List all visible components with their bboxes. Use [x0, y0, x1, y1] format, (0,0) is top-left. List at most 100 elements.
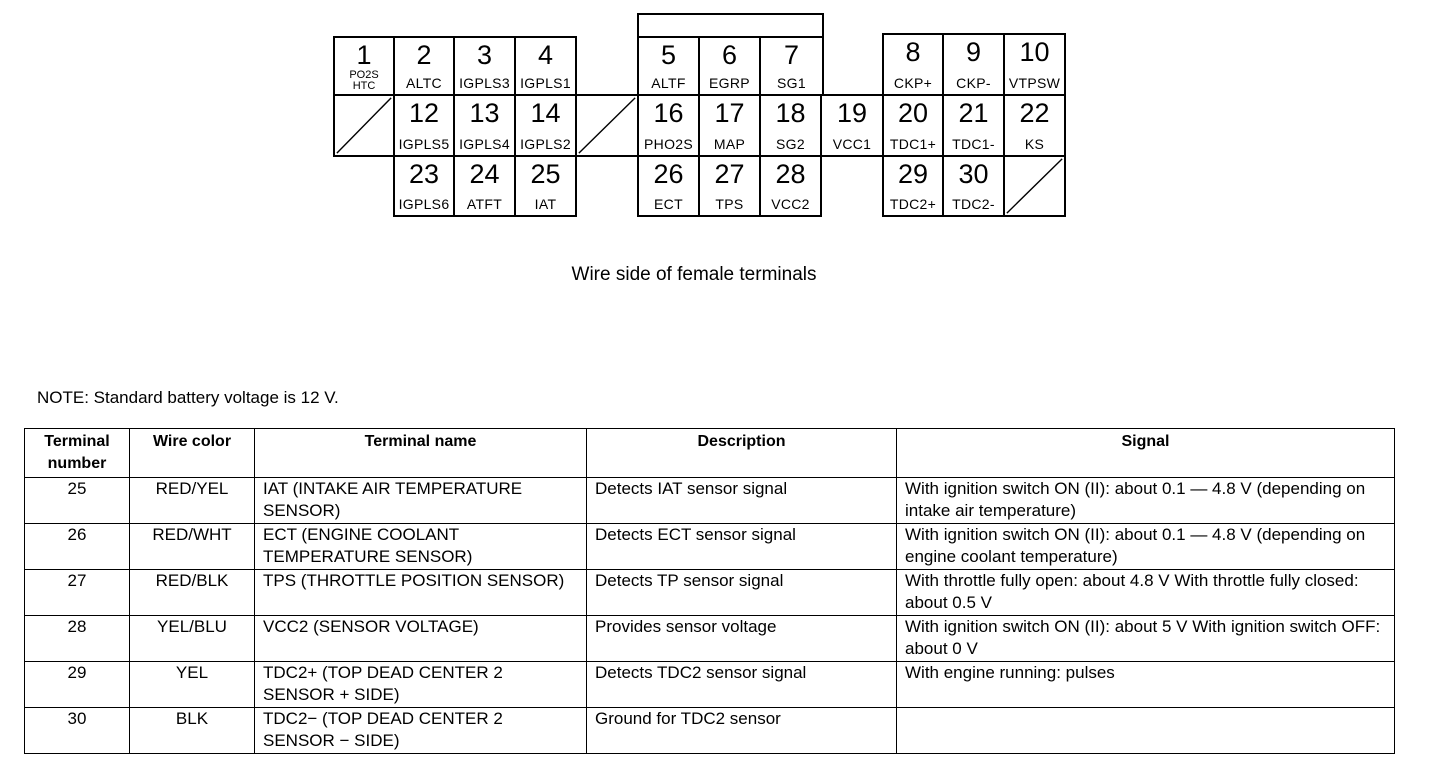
terminal-29: 29 TDC2+: [882, 155, 944, 217]
table-row: 26 RED/WHT ECT (ENGINE COOLANT TEMPERATU…: [24, 523, 1395, 570]
cell-wire-color: RED/YEL: [129, 477, 255, 524]
cell-description: Provides sensor voltage: [586, 615, 897, 662]
blank-slash-icon: [578, 97, 636, 154]
cell-terminal-name: IAT (INTAKE AIR TEMPERATURE SENSOR): [254, 477, 587, 524]
terminal-28: 28 VCC2: [759, 155, 822, 217]
table-row: 25 RED/YEL IAT (INTAKE AIR TEMPERATURE S…: [24, 477, 1395, 524]
terminal-12: 12 IGPLS5: [393, 94, 455, 157]
terminal-number: 10: [1019, 37, 1050, 67]
terminal-number: 22: [1019, 98, 1050, 128]
header-wire-color: Wire color: [129, 428, 255, 478]
table-row: 30 BLK TDC2− (TOP DEAD CENTER 2 SENSOR −…: [24, 707, 1395, 754]
terminal-blank-15: [575, 94, 639, 157]
cell-signal: With ignition switch ON (II): about 0.1 …: [896, 477, 1395, 524]
terminal-label: IGPLS5: [398, 136, 450, 152]
terminal-number: 23: [408, 159, 440, 189]
header-signal: Signal: [896, 428, 1395, 478]
terminal-label: SG2: [776, 136, 805, 152]
terminal-7: 7 SG1: [759, 36, 824, 96]
cell-terminal: 28: [24, 615, 130, 662]
cell-terminal-name: TPS (THROTTLE POSITION SENSOR): [254, 569, 587, 616]
note-text: NOTE: Standard battery voltage is 12 V.: [37, 388, 339, 407]
terminal-19: 19 VCC1: [820, 94, 884, 157]
terminal-13: 13 IGPLS4: [453, 94, 516, 157]
terminal-number: 1: [356, 40, 372, 70]
terminal-number: 24: [469, 159, 500, 189]
cell-wire-color: RED/BLK: [129, 569, 255, 616]
cell-wire-color: YEL/BLU: [129, 615, 255, 662]
terminal-27: 27 TPS: [698, 155, 761, 217]
terminal-label: TDC1+: [889, 136, 937, 152]
cell-signal: With engine running: pulses: [896, 661, 1395, 708]
terminal-label: VCC1: [832, 136, 872, 152]
table-row: 27 RED/BLK TPS (THROTTLE POSITION SENSOR…: [24, 569, 1395, 616]
terminal-14: 14 IGPLS2: [514, 94, 577, 157]
terminal-label: IGPLS4: [459, 136, 510, 152]
cell-terminal-name: TDC2− (TOP DEAD CENTER 2 SENSOR − SIDE): [254, 707, 587, 754]
terminal-label: IGPLS2: [520, 136, 571, 152]
terminal-26: 26 ECT: [637, 155, 700, 217]
cell-signal: [896, 707, 1395, 754]
terminal-10: 10 VTPSW: [1003, 33, 1066, 96]
table-header-row: Terminal number Wire color Terminal name…: [24, 428, 1395, 478]
connector-caption: Wire side of female terminals: [571, 264, 817, 285]
terminal-label: CKP-: [956, 75, 991, 91]
terminal-label: IAT: [534, 196, 557, 212]
terminal-25: 25 IAT: [514, 155, 577, 217]
terminal-number: 5: [660, 40, 677, 70]
terminal-label: KS: [1024, 136, 1045, 152]
terminal-number: 4: [537, 40, 554, 70]
cell-description: Detects IAT sensor signal: [586, 477, 897, 524]
cell-description: Detects TDC2 sensor signal: [586, 661, 897, 708]
terminal-label: TDC2+: [889, 196, 937, 212]
cell-wire-color: YEL: [129, 661, 255, 708]
terminal-label: ALTF: [651, 75, 686, 91]
terminal-21: 21 TDC1-: [942, 94, 1005, 157]
cell-terminal-name: ECT (ENGINE COOLANT TEMPERATURE SENSOR): [254, 523, 587, 570]
cell-terminal: 26: [24, 523, 130, 570]
terminal-number: 30: [958, 159, 989, 189]
terminal-number: 20: [897, 98, 929, 128]
terminal-table: Terminal number Wire color Terminal name…: [24, 428, 1395, 754]
terminal-number: 12: [408, 98, 440, 128]
terminal-number: 28: [775, 159, 806, 189]
terminal-label: IGPLS3: [459, 75, 510, 91]
terminal-17: 17 MAP: [698, 94, 761, 157]
terminal-number: 17: [714, 98, 745, 128]
terminal-label: MAP: [713, 136, 746, 152]
terminal-5: 5 ALTF: [637, 36, 700, 96]
cell-description: Detects ECT sensor signal: [586, 523, 897, 570]
terminal-24: 24 ATFT: [453, 155, 516, 217]
blank-slash-icon: [1006, 158, 1063, 214]
terminal-number: 2: [416, 40, 432, 70]
terminal-number: 16: [653, 98, 684, 128]
terminal-number: 3: [476, 40, 493, 70]
terminal-4: 4 IGPLS1: [514, 36, 577, 96]
terminal-label: ALTC: [406, 75, 442, 91]
terminal-label: CKP+: [893, 75, 933, 91]
cell-terminal: 29: [24, 661, 130, 708]
terminal-label: SG1: [777, 75, 806, 91]
terminal-number: 18: [775, 98, 806, 128]
terminal-label: ATFT: [466, 196, 503, 212]
cell-terminal: 25: [24, 477, 130, 524]
terminal-label: EGRP: [709, 75, 750, 91]
terminal-8: 8 CKP+: [882, 33, 944, 96]
cell-terminal-name: TDC2+ (TOP DEAD CENTER 2 SENSOR + SIDE): [254, 661, 587, 708]
cell-signal: With ignition switch ON (II): about 5 V …: [896, 615, 1395, 662]
header-terminal-name: Terminal name: [254, 428, 587, 478]
blank-slash-icon: [336, 97, 392, 154]
header-terminal-number: Terminal number: [24, 428, 130, 478]
terminal-label: VCC2: [771, 196, 810, 212]
table-row: 28 YEL/BLU VCC2 (SENSOR VOLTAGE) Provide…: [24, 615, 1395, 662]
terminal-number: 8: [905, 37, 921, 67]
terminal-label: PHO2S: [644, 136, 693, 152]
terminal-number: 14: [530, 98, 561, 128]
terminal-label: IGPLS1: [520, 75, 571, 91]
terminal-2: 2 ALTC: [393, 36, 455, 96]
terminal-30: 30 TDC2-: [942, 155, 1005, 217]
terminal-9: 9 CKP-: [942, 33, 1005, 96]
terminal-label: TDC1-: [952, 136, 995, 152]
terminal-number: 27: [714, 159, 745, 189]
terminal-number: 25: [530, 159, 561, 189]
